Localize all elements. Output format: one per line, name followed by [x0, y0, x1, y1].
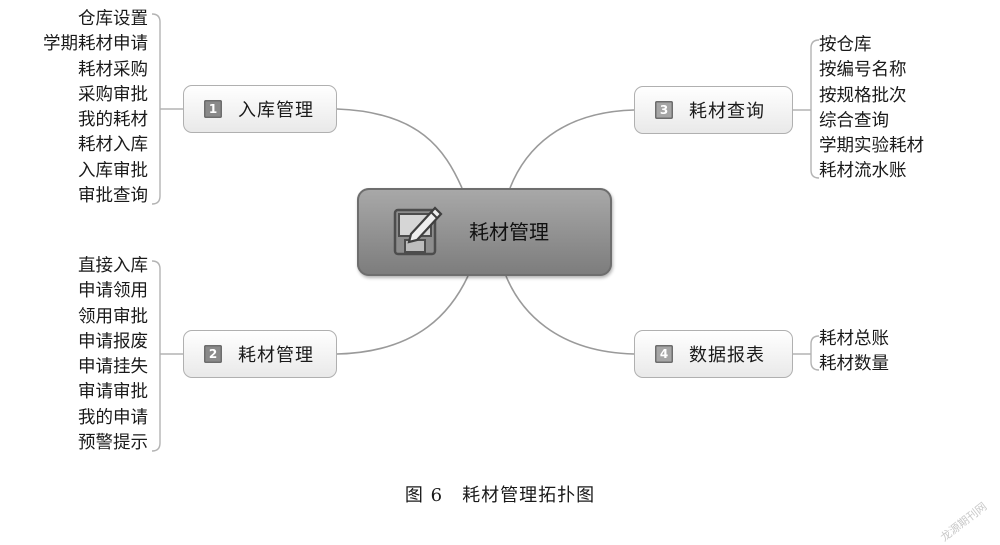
- leaf-list-4: 耗材总账 耗材数量: [819, 327, 889, 378]
- branch-number-badge: 3: [655, 101, 673, 119]
- leaf-item: 仓库设置: [78, 9, 148, 29]
- leaf-item: 按编号名称: [819, 60, 907, 81]
- topology-diagram: 耗材管理 1 入库管理 2 耗材管理 3 耗材查询 4 数据报表 仓库设置 学期…: [43, 7, 989, 544]
- leaf-item: 直接入库: [78, 256, 148, 276]
- leaf-item: 审请审批: [78, 382, 148, 403]
- branch-node-3: 3 耗材查询: [634, 86, 793, 134]
- leaf-list-2: 直接入库 申请领用 领用审批 申请报废 申请挂失 审请审批 我的申请 预警提示: [78, 254, 148, 456]
- connector-branch-4: [505, 275, 635, 355]
- connector-branch-1: [336, 108, 463, 189]
- notebook-pencil-icon: [393, 206, 443, 256]
- leaf-item: 领用审批: [78, 306, 148, 327]
- leaf-item: 耗材采购: [78, 59, 148, 80]
- branch-label: 耗材查询: [689, 101, 765, 122]
- leaf-item: 我的申请: [78, 407, 148, 428]
- branch-number-badge: 1: [204, 100, 222, 118]
- leaf-item: 学期实验耗材: [819, 136, 924, 157]
- figure-caption: 图 6 耗材管理拓扑图: [404, 485, 596, 506]
- connector-branch-3: [509, 109, 635, 189]
- leaf-list-1: 仓库设置 学期耗材申请 耗材采购 采购审批 我的耗材 耗材入库 入库审批 审批查…: [43, 7, 148, 209]
- leaf-item: 按规格批次: [819, 85, 907, 106]
- leaf-item: 预警提示: [78, 433, 148, 454]
- branch-label: 入库管理: [238, 100, 314, 121]
- leaf-item: 审批查询: [78, 186, 148, 207]
- leaf-item: 综合查询: [819, 110, 889, 131]
- bracket-list-1: [151, 13, 183, 205]
- bracket-list-2: [151, 260, 183, 452]
- leaf-item: 采购审批: [78, 84, 148, 105]
- leaf-item: 按仓库: [819, 35, 872, 55]
- leaf-item: 耗材入库: [78, 135, 148, 156]
- leaf-item: 申请报废: [78, 331, 148, 352]
- branch-number-badge: 4: [655, 345, 673, 363]
- bracket-list-4: [793, 335, 820, 371]
- leaf-item: 耗材流水账: [819, 161, 907, 182]
- list-brackets: [151, 13, 820, 452]
- branch-node-1: 1 入库管理: [183, 85, 337, 133]
- branch-node-2: 2 耗材管理: [183, 330, 337, 378]
- connector-lines: [336, 108, 635, 355]
- bracket-list-3: [793, 39, 820, 179]
- central-node-label: 耗材管理: [469, 220, 549, 244]
- central-node: 耗材管理: [357, 188, 612, 276]
- branch-node-4: 4 数据报表: [634, 330, 793, 378]
- branch-label: 数据报表: [689, 345, 765, 366]
- leaf-list-3: 按仓库 按编号名称 按规格批次 综合查询 学期实验耗材 耗材流水账: [819, 33, 924, 185]
- leaf-item: 我的耗材: [78, 110, 148, 131]
- leaf-item: 申请挂失: [78, 357, 148, 378]
- leaf-item: 耗材总账: [819, 329, 889, 349]
- leaf-item: 申请领用: [78, 281, 148, 302]
- leaf-item: 学期耗材申请: [43, 34, 148, 55]
- connector-branch-2: [336, 275, 469, 355]
- branch-label: 耗材管理: [238, 345, 314, 366]
- leaf-item: 入库审批: [78, 160, 148, 181]
- branch-number-badge: 2: [204, 345, 222, 363]
- leaf-item: 耗材数量: [819, 354, 889, 375]
